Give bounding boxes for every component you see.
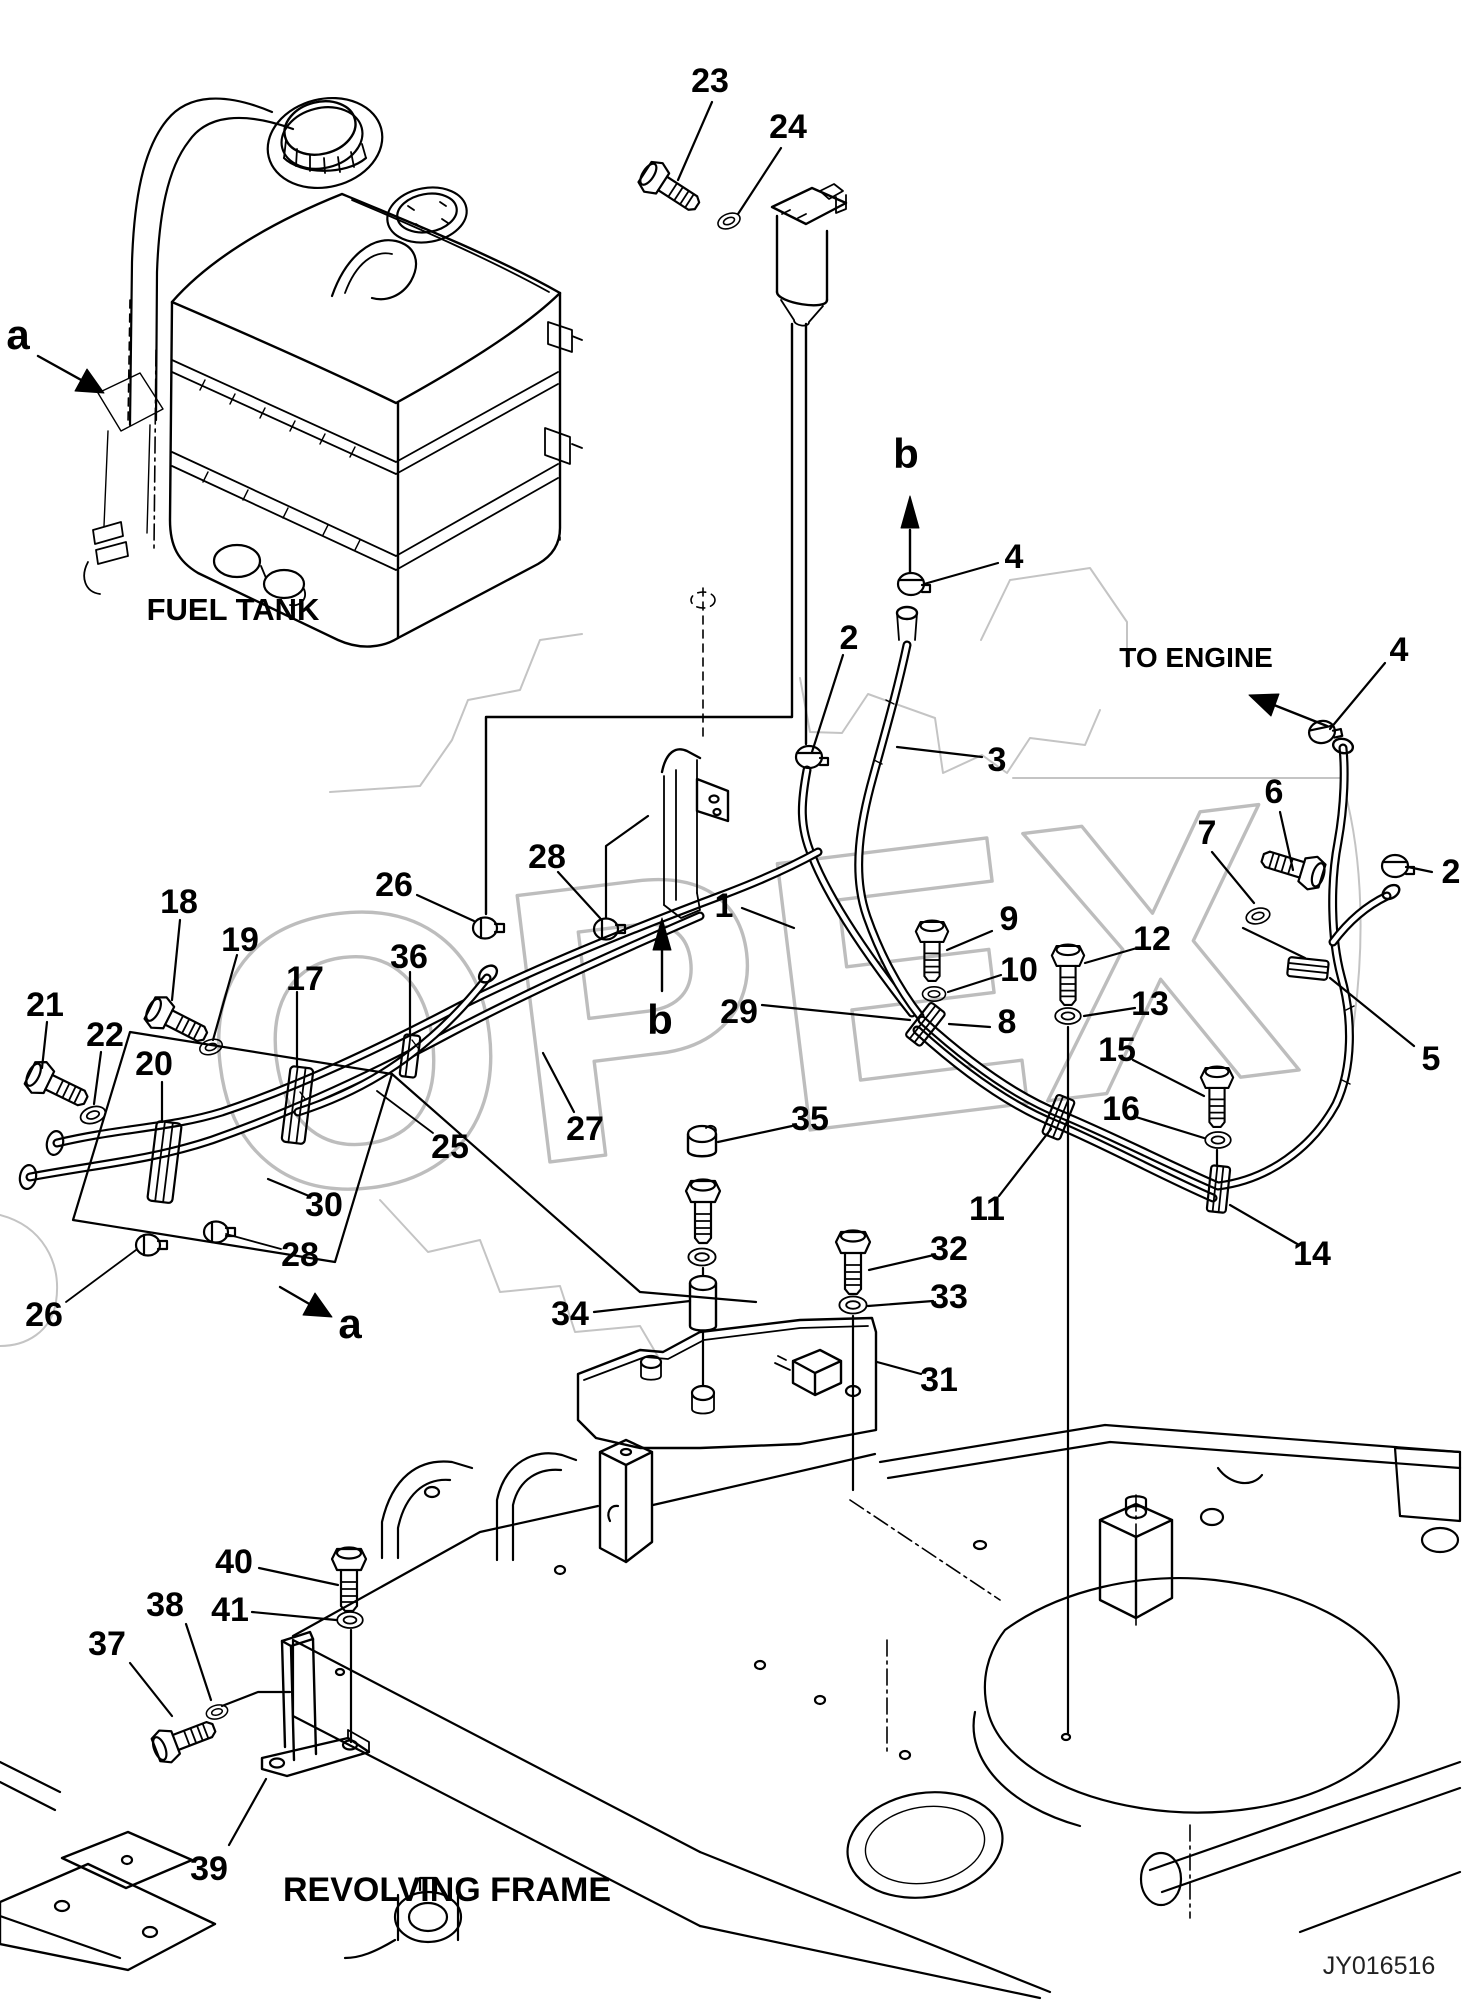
bolt-40 — [330, 1546, 368, 1613]
callout-7: 7 — [1198, 814, 1217, 852]
watermark-gear-teeth-top — [799, 677, 1101, 774]
callout-12: 12 — [1133, 920, 1171, 958]
callout-4-top: 4 — [1005, 538, 1024, 576]
callout-3: 3 — [988, 741, 1007, 779]
arrow-a-bottom — [302, 1292, 333, 1318]
leader-lines — [40, 100, 1434, 1847]
callout-25: 25 — [431, 1128, 469, 1166]
callout-11: 11 — [969, 1190, 1005, 1228]
callout-21: 21 — [26, 986, 64, 1024]
fuel-tank-label: FUEL TANK — [147, 592, 320, 627]
callout-27: 27 — [566, 1110, 604, 1148]
callout-6: 6 — [1265, 773, 1284, 811]
callout-39: 39 — [190, 1850, 228, 1888]
callout-29: 29 — [720, 993, 758, 1031]
to-engine-label: TO ENGINE — [1119, 642, 1273, 673]
bolt-21 — [20, 1055, 95, 1117]
callout-14: 14 — [1293, 1235, 1331, 1273]
watermark-gear-teeth-bottom — [379, 1199, 661, 1361]
callout-22: 22 — [86, 1016, 124, 1054]
fuel-tank-drawing — [83, 96, 583, 648]
revolving-frame-label: REVOLVING FRAME — [283, 1871, 611, 1909]
clamp-26-bottom — [134, 1233, 169, 1257]
brackets-and-plates — [260, 587, 878, 1778]
callout-28-top: 28 — [528, 838, 566, 876]
arrow-b-bottom — [652, 917, 672, 951]
text-labels: FUEL TANK TO ENGINE REVOLVING FRAME JY01… — [6, 62, 1460, 1980]
revolving-frame-drawing — [0, 1423, 1462, 2000]
callout-36: 36 — [390, 938, 428, 976]
callout-38: 38 — [146, 1586, 184, 1624]
callout-23: 23 — [691, 62, 729, 100]
view-marker-a-bottom: a — [338, 1300, 362, 1347]
callout-24: 24 — [769, 108, 807, 146]
sensor-bracket — [660, 587, 730, 919]
callout-18: 18 — [160, 883, 198, 921]
clamp-36 — [398, 1033, 422, 1079]
fuel-hoses — [18, 605, 1401, 1203]
fuel-sensor-drawing — [484, 183, 848, 916]
washer-34 — [687, 1247, 717, 1267]
view-arrows — [36, 354, 1329, 1318]
bolt-37 — [147, 1710, 222, 1768]
view-marker-b-bottom: b — [647, 996, 673, 1043]
callout-2-top: 2 — [840, 619, 859, 657]
callout-40: 40 — [215, 1543, 253, 1581]
callout-15: 15 — [1098, 1031, 1136, 1069]
bolt-32 — [834, 1229, 872, 1296]
callout-9: 9 — [1000, 900, 1019, 938]
washer-33 — [838, 1295, 868, 1315]
callout-26-bottom: 26 — [25, 1296, 63, 1334]
watermark-gear-teeth-left — [329, 633, 583, 793]
clamp-17 — [280, 1065, 315, 1145]
callout-2-right: 2 — [1442, 853, 1461, 891]
watermark-gear-tooth — [980, 567, 1128, 668]
washer-41 — [336, 1611, 364, 1629]
arrow-a-top — [74, 368, 105, 394]
arrow-b-top — [900, 495, 920, 529]
callout-34: 34 — [551, 1295, 589, 1333]
callout-1: 1 — [715, 887, 734, 925]
bracket-39 — [260, 1630, 371, 1778]
clamp-2-right — [1380, 853, 1416, 879]
clamp-20 — [146, 1120, 183, 1204]
clamp-14 — [1205, 1164, 1232, 1214]
callout-37: 37 — [88, 1625, 126, 1663]
arrow-to-engine — [1248, 693, 1280, 717]
callout-8: 8 — [998, 1003, 1017, 1041]
callout-19: 19 — [221, 921, 259, 959]
callout-33: 33 — [930, 1278, 968, 1316]
callout-10: 10 — [1000, 951, 1038, 989]
callout-28-bottom: 28 — [281, 1236, 319, 1274]
callout-20: 20 — [135, 1045, 173, 1083]
part-code: JY016516 — [1323, 1952, 1436, 1980]
callout-17: 17 — [286, 960, 324, 998]
callout-35: 35 — [791, 1100, 829, 1138]
view-marker-a-top: a — [6, 311, 30, 358]
view-marker-b-top: b — [893, 430, 919, 477]
bolt-23 — [633, 155, 708, 222]
callout-5: 5 — [1422, 1040, 1441, 1078]
callout-16: 16 — [1102, 1090, 1140, 1128]
callout-30: 30 — [305, 1186, 343, 1224]
callout-13: 13 — [1131, 985, 1169, 1023]
callout-26-top: 26 — [375, 866, 413, 904]
watermark-arc-bottom-left — [0, 1214, 58, 1347]
collar-34 — [688, 1274, 718, 1332]
callout-32: 32 — [930, 1230, 968, 1268]
callout-41: 41 — [211, 1591, 249, 1629]
clamp-8 — [905, 1002, 946, 1047]
plate-31 — [576, 1316, 878, 1450]
clamp-5 — [1286, 956, 1330, 981]
cap-35 — [686, 1124, 718, 1158]
callout-4-right: 4 — [1390, 631, 1409, 669]
callout-31: 31 — [920, 1361, 958, 1399]
